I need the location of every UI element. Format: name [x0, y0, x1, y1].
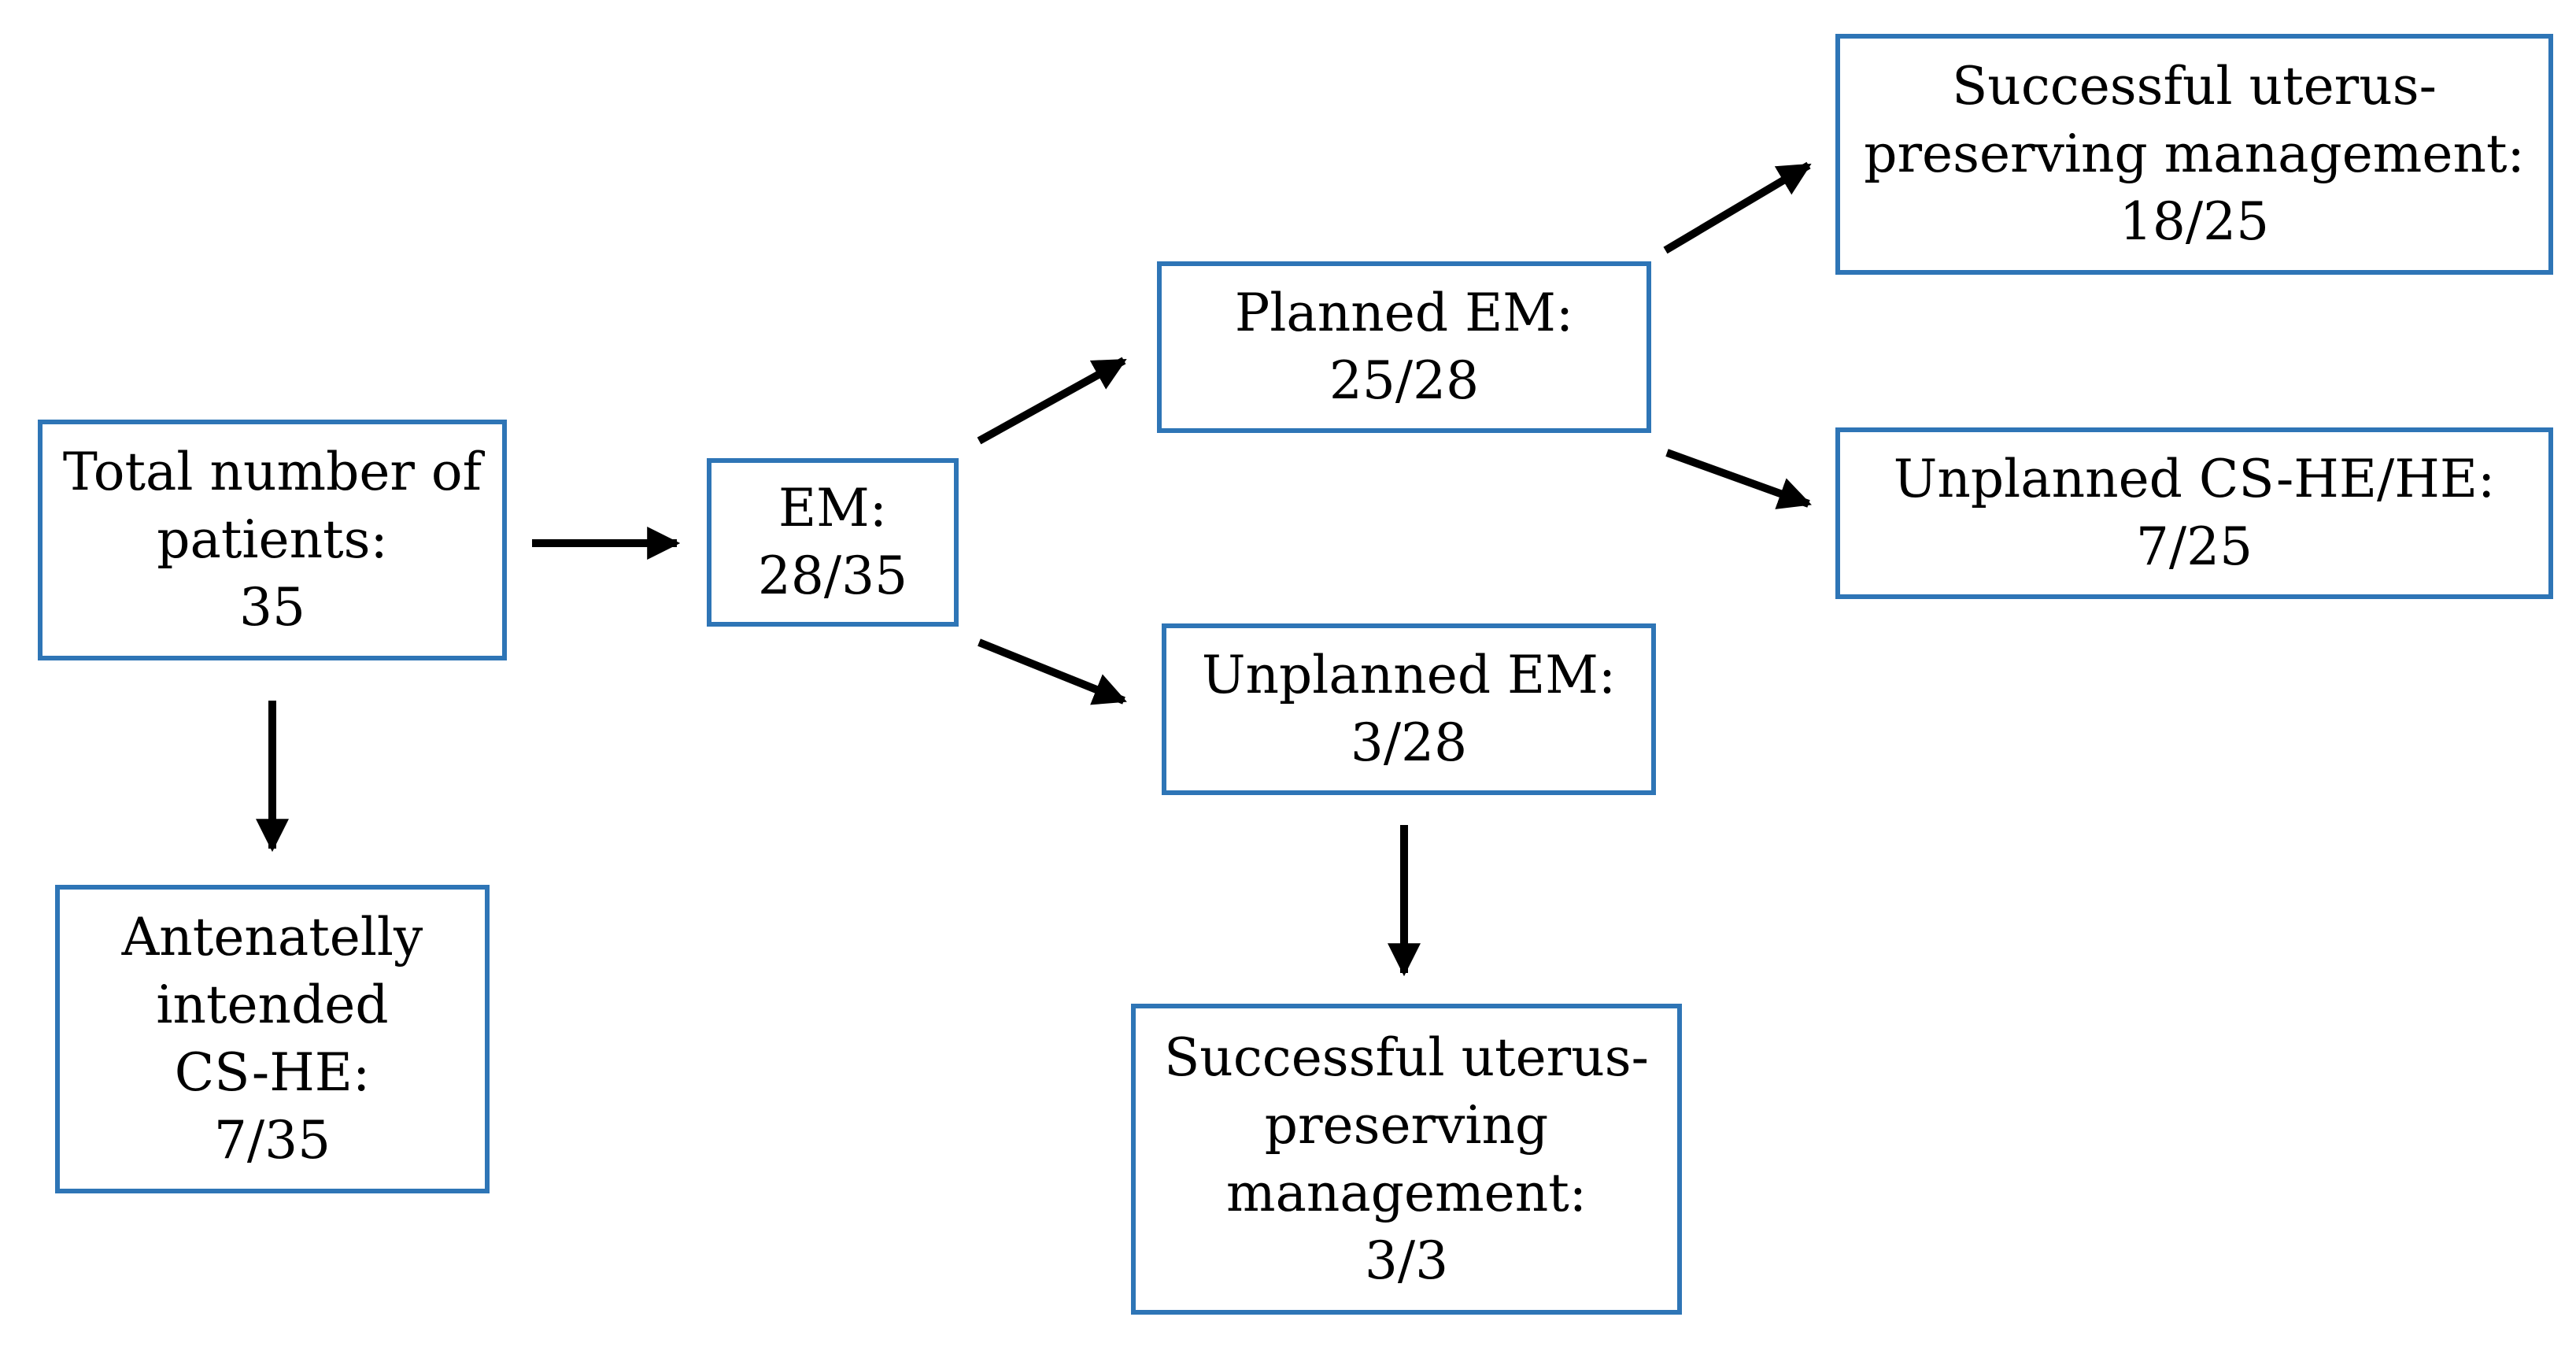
node-text-line: EM:	[778, 478, 887, 538]
node-successful-uterus-preserving-unplanned: Successful uterus- preserving management…	[1131, 1004, 1682, 1315]
arrow-planned-to-unplanned-cs	[1665, 449, 1812, 509]
node-successful-uterus-preserving-planned: Successful uterus- preserving management…	[1835, 34, 2553, 275]
node-text-line: Successful uterus-	[1164, 1027, 1649, 1088]
node-text-line: intended	[156, 975, 389, 1035]
node-text-line: management:	[1225, 1162, 1587, 1223]
node-unplanned-cs-he: Unplanned CS-HE/HE: 7/25	[1835, 427, 2553, 599]
arrow-em-to-planned-em	[977, 357, 1127, 445]
node-text-line: patients:	[157, 509, 388, 570]
node-unplanned-em: Unplanned EM: 3/28	[1162, 623, 1656, 795]
arrow-planned-to-success-top	[1663, 161, 1812, 254]
node-text-line: 3/28	[1350, 712, 1468, 773]
node-antenatal-intended: Antenatelly intended CS-HE: 7/35	[55, 885, 490, 1193]
node-text-line: CS-HE:	[174, 1042, 371, 1103]
node-text-line: preserving management:	[1864, 124, 2525, 184]
node-text-line: 7/25	[2135, 516, 2253, 577]
node-text-line: 3/3	[1364, 1230, 1449, 1291]
node-total-patients: Total number of patients: 35	[38, 420, 507, 660]
node-em: EM: 28/35	[707, 458, 959, 627]
node-text-line: 35	[239, 577, 305, 638]
node-text-line: Successful uterus-	[1952, 56, 2437, 117]
node-text-line: 25/28	[1329, 350, 1480, 411]
node-text-line: 7/35	[213, 1110, 331, 1171]
node-text-line: 28/35	[757, 546, 908, 606]
node-text-line: preserving	[1264, 1094, 1549, 1156]
node-text-line: Planned EM:	[1234, 283, 1574, 343]
node-text-line: 18/25	[2119, 191, 2270, 252]
node-text-line: Antenatelly	[121, 907, 423, 967]
arrow-em-to-unplanned-em	[978, 638, 1127, 705]
node-text-line: Unplanned CS-HE/HE:	[1893, 449, 2496, 509]
node-planned-em: Planned EM: 25/28	[1157, 261, 1651, 433]
node-text-line: Unplanned EM:	[1201, 645, 1617, 705]
node-text-line: Total number of	[62, 442, 482, 502]
